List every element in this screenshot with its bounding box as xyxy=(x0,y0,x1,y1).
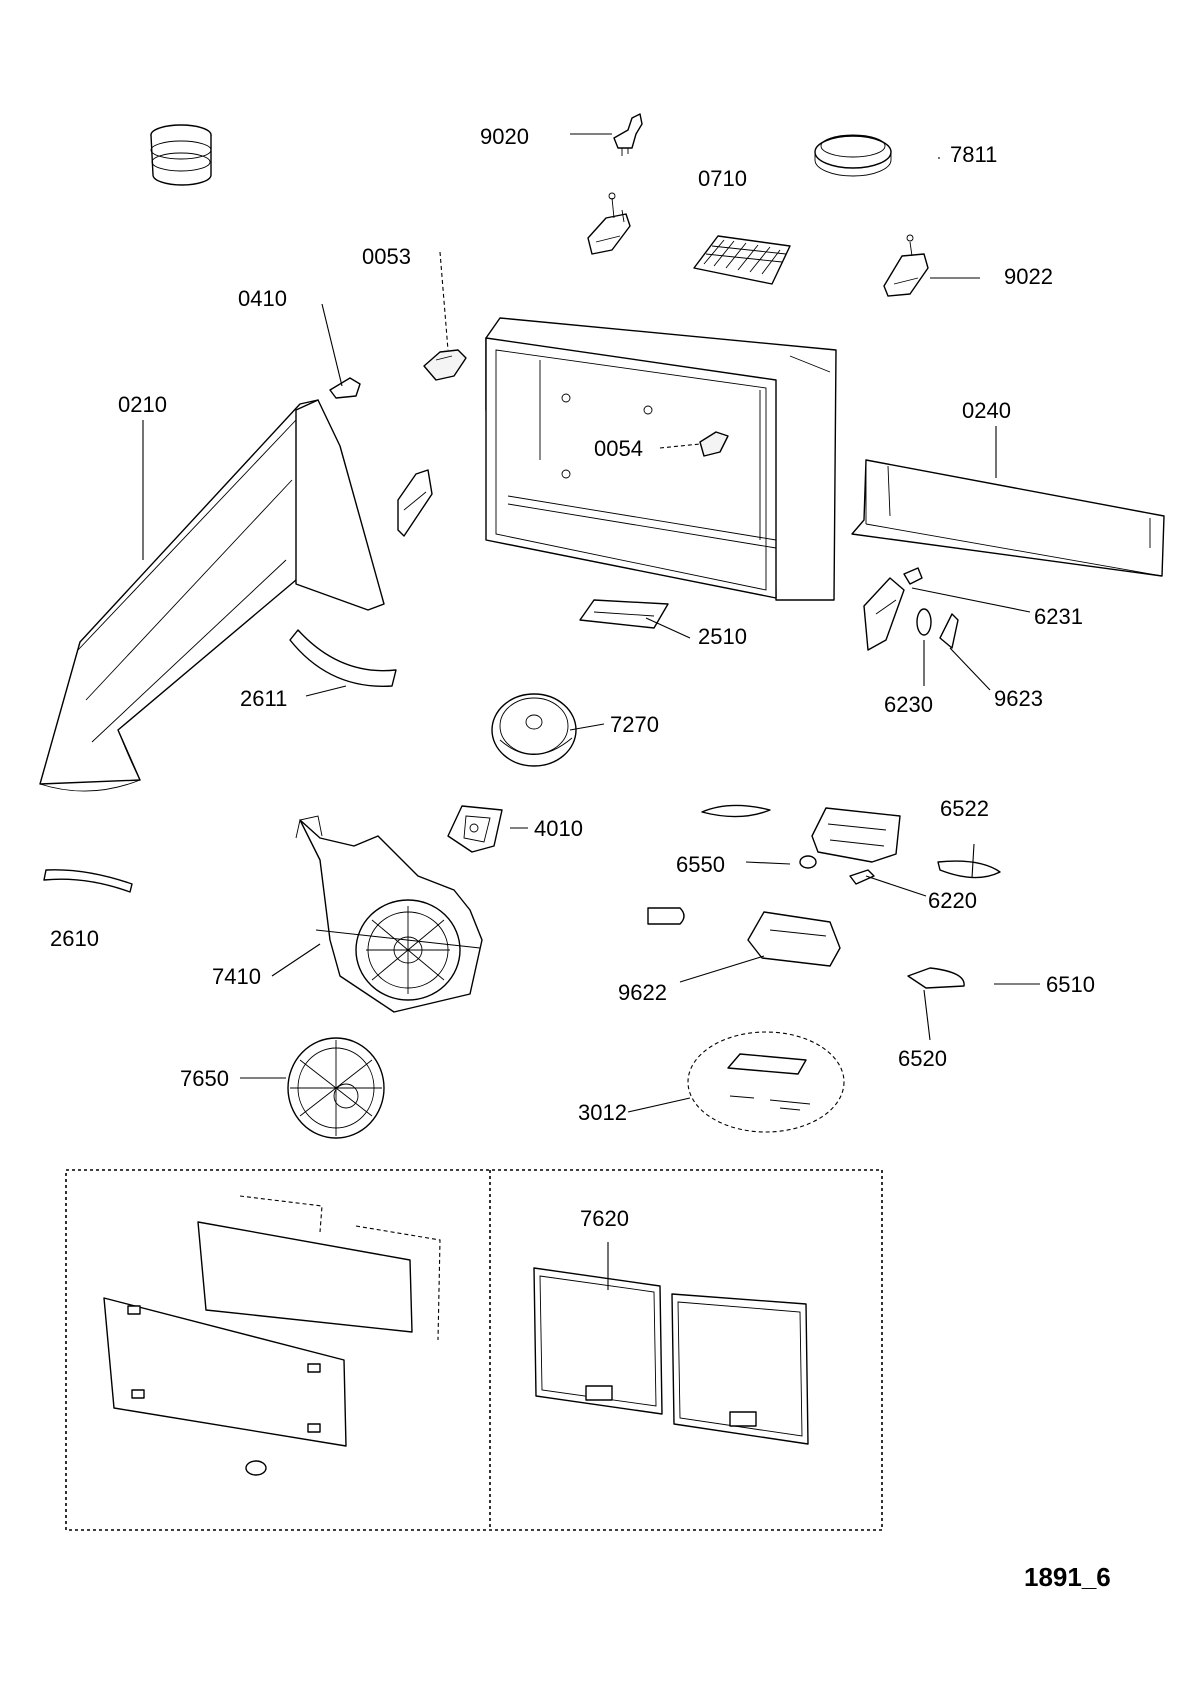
side-bracket-part xyxy=(397,469,433,537)
part-3012-kit xyxy=(687,1031,845,1133)
label-6231: 6231 xyxy=(1034,604,1083,629)
part-7811-round-cap xyxy=(814,134,892,177)
label-0210: 0210 xyxy=(118,392,167,417)
label-0053: 0053 xyxy=(362,244,411,269)
label-7270: 7270 xyxy=(610,712,659,737)
part-2611-curved-strip xyxy=(289,629,397,687)
label-6520: 6520 xyxy=(898,1046,947,1071)
duct-collar-part xyxy=(150,124,212,186)
diagram-code: 1891_6 xyxy=(1024,1562,1111,1592)
label-0240: 0240 xyxy=(962,398,1011,423)
label-6522: 6522 xyxy=(940,796,989,821)
part-2510-strip xyxy=(579,599,669,629)
label-6230: 6230 xyxy=(884,692,933,717)
label-6510: 6510 xyxy=(1046,972,1095,997)
label-2510: 2510 xyxy=(698,624,747,649)
main-housing-box xyxy=(485,317,837,601)
label-0410: 0410 xyxy=(238,286,287,311)
part-7270-fan-wheel xyxy=(491,693,577,767)
part-2610-curved-strip xyxy=(43,869,133,893)
label-9022: 9022 xyxy=(1004,264,1053,289)
label-2610: 2610 xyxy=(50,926,99,951)
part-6231-switch-group xyxy=(863,567,959,651)
label-9020: 9020 xyxy=(480,124,529,149)
accessories-frame xyxy=(65,1169,883,1531)
part-9022-bracket xyxy=(883,234,929,297)
label-2611: 2611 xyxy=(240,686,287,711)
label-7620: 7620 xyxy=(580,1206,629,1231)
mounting-bracket-part xyxy=(587,192,631,255)
panel-set-left xyxy=(103,1195,441,1476)
label-3012: 3012 xyxy=(578,1100,627,1125)
part-4010-component xyxy=(447,805,503,853)
part-0053-clip xyxy=(423,349,467,381)
part-0240-strip xyxy=(851,459,1165,577)
part-7650-fan xyxy=(287,1037,385,1139)
part-9020-latch xyxy=(613,113,643,156)
label-0054: 0054 xyxy=(594,436,643,461)
electronics-cluster xyxy=(647,804,1001,989)
part-7410-blower-housing xyxy=(295,815,483,1013)
label-7811: 7811 xyxy=(950,142,997,167)
label-9623: 9623 xyxy=(994,686,1043,711)
label-4010: 4010 xyxy=(534,816,583,841)
label-6550: 6550 xyxy=(676,852,725,877)
part-0210-chimney-panel xyxy=(39,399,385,792)
part-labels: 9020 7811 0710 0053 9022 0410 0210 0240 … xyxy=(50,124,1095,1231)
label-7410: 7410 xyxy=(212,964,261,989)
part-0410-piece xyxy=(329,377,361,399)
label-9622: 9622 xyxy=(618,980,667,1005)
label-7650: 7650 xyxy=(180,1066,229,1091)
part-7620-filter-pair xyxy=(533,1267,809,1445)
part-0710-mesh-filter xyxy=(693,235,791,285)
label-6220: 6220 xyxy=(928,888,977,913)
label-0710: 0710 xyxy=(698,166,747,191)
leader-lines xyxy=(142,133,1040,1290)
